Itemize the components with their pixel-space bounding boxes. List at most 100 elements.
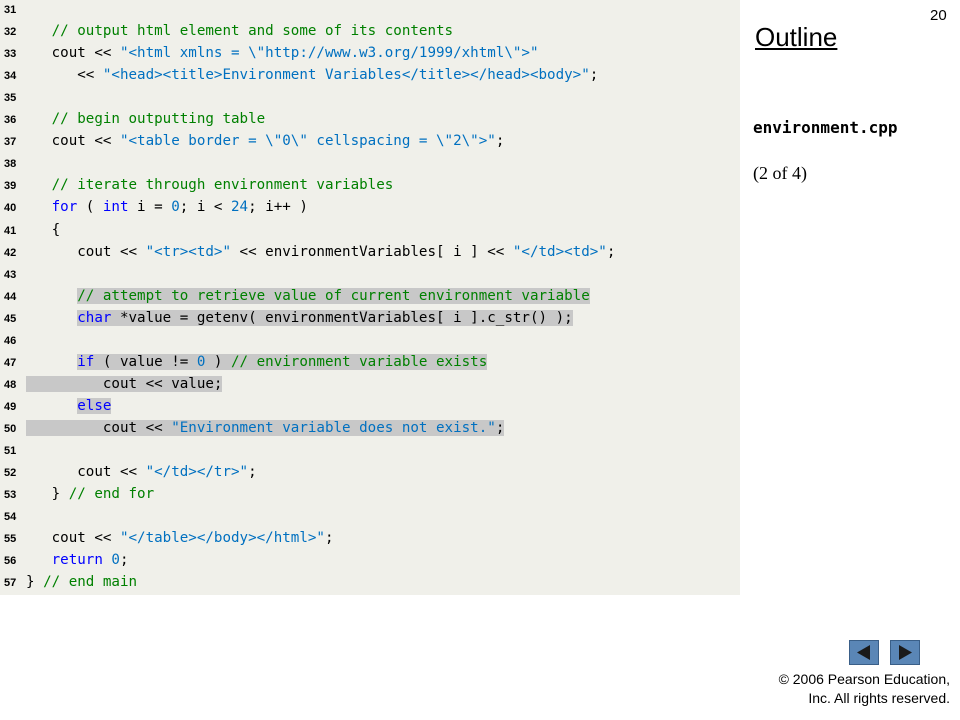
- code-token: <<: [26, 67, 103, 84]
- code-line: 46: [0, 329, 26, 351]
- line-number: 32: [4, 26, 17, 39]
- code-token: ): [205, 353, 232, 370]
- code-line: 52 cout << "</td></tr>";: [0, 461, 257, 483]
- code-token: [26, 398, 77, 414]
- code-token: ; i++ ): [248, 199, 308, 216]
- code-token: 0: [111, 552, 120, 569]
- code-token: *value = getenv( environmentVariables[ i…: [111, 309, 573, 326]
- code-line: 31: [0, 0, 26, 20]
- code-token: // end for: [68, 486, 155, 503]
- code-text: cout << value;: [26, 373, 223, 395]
- code-token: "</td><td>": [512, 243, 607, 260]
- code-token: ;: [495, 133, 505, 150]
- line-number: 54: [4, 511, 17, 524]
- code-token: cout <<: [26, 133, 120, 150]
- code-line: 47 if ( value != 0 ) // environment vari…: [0, 351, 488, 373]
- line-number: 31: [4, 4, 17, 16]
- line-number: 36: [4, 114, 17, 127]
- file-name: environment.cpp: [753, 118, 898, 137]
- code-token: ;: [119, 552, 129, 569]
- code-token: for: [51, 199, 78, 216]
- code-token: }: [26, 574, 44, 591]
- code-token: 0: [196, 353, 206, 370]
- page-number: 20: [930, 7, 947, 24]
- code-token: ;: [495, 419, 505, 436]
- code-text: cout << "</td></tr>";: [26, 461, 257, 483]
- line-number: 47: [4, 356, 17, 369]
- code-line: 53 } // end for: [0, 483, 154, 505]
- code-line: 48 cout << value;: [0, 373, 223, 395]
- code-token: cout <<: [26, 243, 146, 260]
- code-line: 34 << "<head><title>Environment Variable…: [0, 64, 598, 86]
- code-token: [26, 354, 77, 370]
- code-token: ;: [606, 243, 616, 260]
- code-text: cout << "Environment variable does not e…: [26, 417, 505, 439]
- code-text: << "<head><title>Environment Variables</…: [26, 64, 598, 86]
- code-line: 45 char *value = getenv( environmentVari…: [0, 307, 573, 329]
- code-line: 32 // output html element and some of it…: [0, 20, 453, 42]
- code-token: int: [102, 199, 129, 216]
- line-number: 35: [4, 92, 17, 105]
- code-line: 54: [0, 505, 26, 527]
- code-token: "<head><title>Environment Variables</tit…: [102, 67, 590, 84]
- code-token: ;: [248, 464, 257, 481]
- line-number: 37: [4, 136, 17, 149]
- line-number: 53: [4, 489, 17, 502]
- right-arrow-icon: [899, 645, 912, 660]
- code-token: cout <<: [26, 45, 120, 62]
- code-text: return 0;: [26, 549, 129, 571]
- code-text: cout << "</table></body></html>";: [26, 527, 334, 549]
- code-token: [26, 23, 52, 39]
- code-token: ( value !=: [94, 353, 197, 370]
- code-text: cout << "<tr><td>" << environmentVariabl…: [26, 241, 615, 263]
- copyright-line-1: © 2006 Pearson Education,: [778, 671, 950, 687]
- outline-title: Outline: [755, 22, 838, 52]
- line-number: 43: [4, 268, 17, 281]
- code-token: // output html element and some of its c…: [51, 23, 454, 40]
- code-line: 41 {: [0, 219, 60, 241]
- code-line: 50 cout << "Environment variable does no…: [0, 417, 505, 439]
- code-token: [26, 177, 52, 193]
- code-token: else: [77, 397, 112, 414]
- line-number: 56: [4, 555, 17, 568]
- code-text: cout << "<html xmlns = \"http://www.w3.o…: [26, 42, 539, 64]
- code-token: "<html xmlns = \"http://www.w3.org/1999/…: [119, 45, 539, 62]
- line-number: 42: [4, 246, 17, 259]
- line-number: 57: [4, 577, 17, 590]
- code-text: char *value = getenv( environmentVariabl…: [26, 307, 573, 329]
- code-token: 0: [171, 199, 180, 216]
- line-number: 45: [4, 312, 17, 325]
- code-line: 42 cout << "<tr><td>" << environmentVari…: [0, 241, 615, 263]
- code-line: 51: [0, 439, 26, 461]
- code-text: cout << "<table border = \"0\" cellspaci…: [26, 130, 505, 152]
- code-token: [26, 288, 77, 304]
- code-token: ;: [324, 530, 334, 547]
- code-line: 49 else: [0, 395, 112, 417]
- code-token: [26, 111, 52, 127]
- code-text: else: [26, 395, 112, 417]
- code-token: // attempt to retrieve value of current …: [77, 287, 590, 304]
- code-line: 37 cout << "<table border = \"0\" cellsp…: [0, 130, 504, 152]
- code-token: // iterate through environment variables: [51, 177, 394, 194]
- line-number: 44: [4, 290, 17, 303]
- line-number: 34: [4, 70, 17, 83]
- code-text: for ( int i = 0; i < 24; i++ ): [26, 196, 308, 218]
- code-token: // environment variable exists: [231, 353, 488, 370]
- code-line: 43: [0, 263, 26, 285]
- code-token: [26, 552, 52, 568]
- code-token: if: [77, 353, 95, 370]
- next-slide-button[interactable]: [890, 640, 920, 665]
- line-number: 52: [4, 467, 17, 480]
- code-token: // end main: [43, 574, 138, 591]
- code-token: "Environment variable does not exist.": [171, 419, 496, 436]
- line-number: 48: [4, 378, 17, 391]
- code-token: << environmentVariables[ i ] <<: [231, 243, 513, 260]
- code-line: 38: [0, 152, 26, 174]
- previous-slide-button[interactable]: [849, 640, 879, 665]
- code-text: // begin outputting table: [26, 108, 266, 130]
- line-number: 33: [4, 48, 17, 61]
- line-number: 50: [4, 422, 17, 435]
- left-arrow-icon: [857, 645, 870, 660]
- code-text: // iterate through environment variables: [26, 174, 394, 196]
- copyright-line-2: Inc. All rights reserved.: [808, 690, 950, 706]
